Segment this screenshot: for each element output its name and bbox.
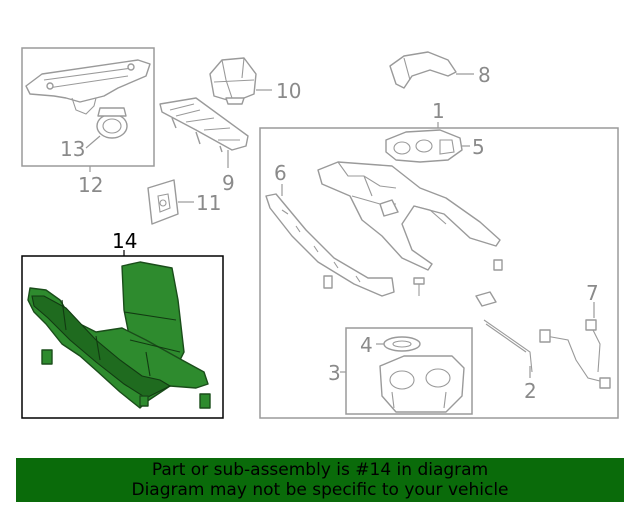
part-13[interactable] bbox=[96, 107, 128, 139]
group-1-box bbox=[259, 127, 619, 419]
banner-line-2: Diagram may not be specific to your vehi… bbox=[131, 480, 509, 500]
callout-13: 13 bbox=[60, 137, 85, 161]
part-10[interactable] bbox=[209, 57, 257, 105]
cup-holder bbox=[379, 355, 465, 413]
part-9[interactable] bbox=[159, 97, 249, 153]
clip-b bbox=[493, 259, 503, 271]
banner-line-1: Part or sub-assembly is #14 in diagram bbox=[151, 460, 489, 480]
leader-13 bbox=[85, 135, 101, 149]
callout-14: 14 bbox=[112, 229, 137, 253]
part-4[interactable] bbox=[383, 336, 421, 352]
callout-10: 10 bbox=[276, 79, 301, 103]
screw bbox=[413, 277, 425, 296]
callout-12: 12 bbox=[78, 173, 103, 197]
group-3-box bbox=[345, 327, 473, 415]
parts-diagram: 13 12 10 9 11 8 1 5 bbox=[21, 47, 619, 419]
part-2[interactable] bbox=[483, 319, 533, 373]
callout-7: 7 bbox=[586, 281, 599, 305]
callout-4: 4 bbox=[360, 333, 373, 357]
callout-9: 9 bbox=[222, 171, 235, 195]
part-11[interactable] bbox=[147, 179, 179, 225]
callout-3: 3 bbox=[328, 361, 341, 385]
bracket-tray bbox=[25, 59, 151, 103]
clip-a bbox=[323, 275, 333, 289]
clip-c bbox=[475, 291, 497, 307]
part-8[interactable] bbox=[389, 51, 457, 89]
part-7[interactable] bbox=[539, 319, 611, 389]
console-body bbox=[317, 161, 501, 271]
info-banner: Part or sub-assembly is #14 in diagram D… bbox=[16, 458, 624, 502]
part-5[interactable] bbox=[385, 129, 463, 163]
part-14-console-base[interactable] bbox=[27, 261, 211, 409]
callout-2: 2 bbox=[524, 379, 537, 403]
callout-11: 11 bbox=[196, 191, 221, 215]
group-14-box bbox=[21, 255, 224, 419]
callout-6: 6 bbox=[274, 161, 287, 185]
group-12-box bbox=[21, 47, 155, 167]
part-6[interactable] bbox=[265, 193, 395, 297]
callout-1: 1 bbox=[432, 99, 445, 123]
callout-8: 8 bbox=[478, 63, 491, 87]
part-group-12[interactable]: 13 12 bbox=[21, 47, 155, 197]
callout-5: 5 bbox=[472, 135, 485, 159]
